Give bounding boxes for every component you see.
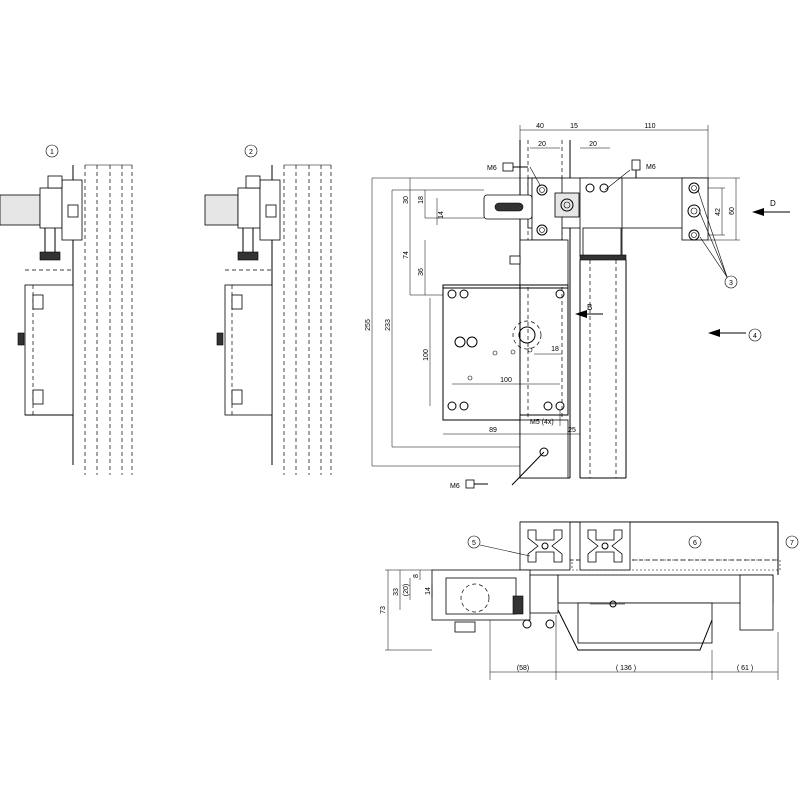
svg-text:18: 18 xyxy=(418,196,425,204)
svg-text:15: 15 xyxy=(570,123,578,130)
m6-screw-left: M6 xyxy=(487,162,528,172)
svg-text:(58): (58) xyxy=(517,665,529,672)
svg-text:14: 14 xyxy=(425,587,432,595)
callout-6: 6 xyxy=(693,540,697,547)
svg-text:18: 18 xyxy=(551,346,559,353)
profile-section-2 xyxy=(579,521,631,571)
svg-text:233: 233 xyxy=(385,319,392,331)
svg-text:110: 110 xyxy=(644,123,655,130)
view-2: 2 xyxy=(204,144,332,475)
svg-text:40: 40 xyxy=(536,123,544,130)
view-label-b: B xyxy=(587,303,592,312)
callout-3: 3 xyxy=(729,280,733,287)
callout-5: 5 xyxy=(472,540,476,547)
m6-screw-bottom: M6 xyxy=(450,479,488,490)
svg-text:100: 100 xyxy=(423,349,430,361)
callout-4: 4 xyxy=(753,333,757,340)
svg-text:(20): (20) xyxy=(403,584,410,596)
svg-text:M6: M6 xyxy=(487,165,497,172)
m6-screw-right: M6 xyxy=(631,159,656,178)
svg-text:60: 60 xyxy=(729,207,736,215)
svg-text:M5 (4x): M5 (4x) xyxy=(530,419,554,426)
svg-text:255: 255 xyxy=(365,319,372,331)
svg-text:( 136 ): ( 136 ) xyxy=(616,665,636,672)
svg-text:20: 20 xyxy=(538,141,546,148)
callout-1: 1 xyxy=(50,149,54,156)
svg-text:30: 30 xyxy=(403,196,410,204)
svg-text:74: 74 xyxy=(403,251,410,259)
svg-text:100: 100 xyxy=(500,377,512,384)
view-1: 1 xyxy=(0,144,133,475)
svg-text:33: 33 xyxy=(393,588,400,596)
svg-text:36: 36 xyxy=(418,268,425,276)
callout-7: 7 xyxy=(790,540,794,547)
svg-text:M6: M6 xyxy=(646,164,656,171)
svg-text:89: 89 xyxy=(489,427,497,434)
svg-text:42: 42 xyxy=(715,208,722,216)
svg-text:( 61 ): ( 61 ) xyxy=(737,665,753,672)
front-view: M6 M6 M6 40 15 110 20 20 xyxy=(365,123,790,490)
svg-text:8: 8 xyxy=(413,574,420,578)
svg-text:14: 14 xyxy=(438,211,445,219)
svg-text:20: 20 xyxy=(589,141,597,148)
view-label-d: D xyxy=(770,199,776,208)
svg-text:25: 25 xyxy=(568,427,576,434)
svg-text:73: 73 xyxy=(380,606,387,614)
callout-2: 2 xyxy=(249,149,253,156)
top-view: 5 6 7 73 33 (20) 8 14 (58) ( 136 ) ( 61 … xyxy=(380,521,799,680)
svg-text:M6: M6 xyxy=(450,483,460,490)
profile-section-1 xyxy=(519,521,571,571)
